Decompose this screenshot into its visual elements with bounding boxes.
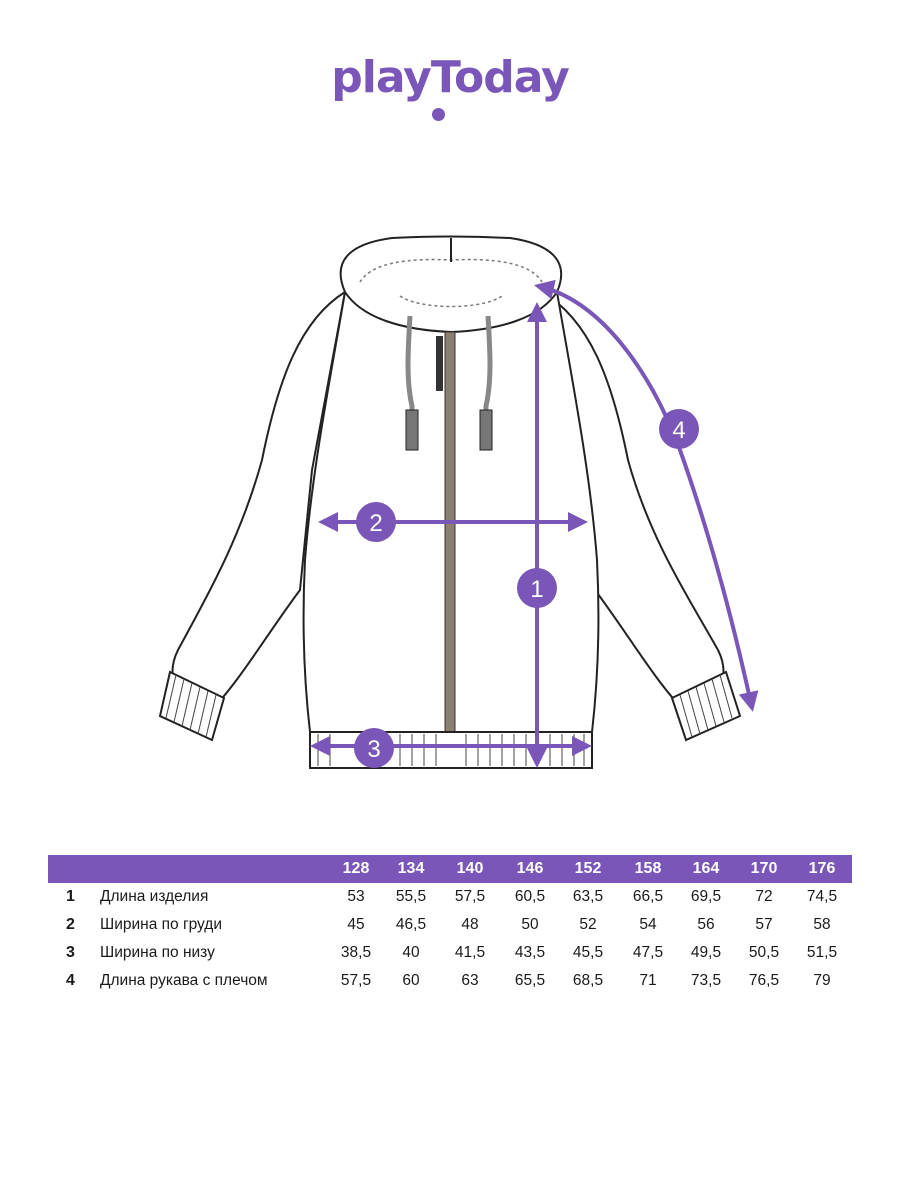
row-value: 60	[402, 972, 420, 989]
row-value: 65,5	[514, 972, 546, 989]
row-value: 54	[639, 916, 657, 933]
marker-3: 3	[354, 728, 394, 768]
size-header: 158	[634, 860, 662, 877]
row-value: 45	[347, 916, 365, 933]
row-value: 73,5	[690, 972, 722, 989]
row-value: 68,5	[572, 972, 604, 989]
measure-line-4	[534, 279, 759, 712]
row-value: 48	[461, 916, 479, 933]
table-row: 2 Ширина по груди 45 46,5 48 50 52 54 56…	[48, 911, 852, 939]
row-value: 71	[639, 972, 657, 989]
row-label: Длина изделия	[100, 888, 209, 905]
marker-4: 4	[659, 409, 699, 449]
row-value: 38,5	[340, 944, 372, 961]
size-header: 128	[342, 860, 370, 877]
row-value: 46,5	[395, 916, 427, 933]
drawstring-left	[405, 315, 415, 450]
hoodie-sketch: 1 2 3 4	[158, 235, 759, 769]
hem-band	[309, 731, 593, 769]
row-value: 50	[521, 916, 539, 933]
marker-4-label: 4	[672, 417, 685, 444]
row-value: 50,5	[748, 944, 780, 961]
size-header: 164	[692, 860, 720, 877]
size-header: 146	[516, 860, 544, 877]
row-value: 51,5	[806, 944, 838, 961]
row-value: 45,5	[572, 944, 604, 961]
logo-dot-icon	[432, 108, 445, 121]
brand-logo: playToday	[0, 52, 900, 103]
row-value: 57,5	[340, 972, 372, 989]
size-header-row: 128 134 140 146 152 158 164 170 176	[48, 855, 852, 883]
zipper	[444, 331, 456, 769]
row-value: 72	[755, 888, 773, 905]
row-value: 76,5	[748, 972, 780, 989]
row-value: 69,5	[690, 888, 722, 905]
row-label: Длина рукава с плечом	[100, 972, 268, 989]
hood	[339, 235, 563, 334]
row-value: 58	[813, 916, 831, 933]
left-cuff	[158, 670, 226, 742]
row-value: 56	[697, 916, 715, 933]
row-value: 55,5	[395, 888, 427, 905]
marker-1: 1	[517, 568, 557, 608]
row-value: 57	[755, 916, 773, 933]
row-value: 60,5	[514, 888, 546, 905]
row-label: Ширина по низу	[100, 944, 215, 961]
size-header: 140	[456, 860, 484, 877]
left-sleeve	[171, 289, 347, 708]
table-row: 1 Длина изделия 53 55,5 57,5 60,5 63,5 6…	[48, 883, 852, 911]
row-value: 57,5	[454, 888, 486, 905]
row-number: 2	[66, 916, 75, 933]
table-row: 4 Длина рукава с плечом 57,5 60 63 65,5 …	[48, 967, 852, 995]
marker-2-label: 2	[369, 510, 382, 537]
marker-2: 2	[356, 502, 396, 542]
size-header: 176	[808, 860, 836, 877]
row-value: 79	[813, 972, 831, 989]
row-value: 47,5	[632, 944, 664, 961]
drawstring-right	[483, 315, 493, 450]
table-row: 3 Ширина по низу 38,5 40 41,5 43,5 45,5 …	[48, 939, 852, 967]
row-value: 63,5	[572, 888, 604, 905]
size-header: 152	[574, 860, 602, 877]
row-value: 53	[347, 888, 365, 905]
row-value: 74,5	[806, 888, 838, 905]
size-table: 128 134 140 146 152 158 164 170 176 1 Дл…	[48, 855, 852, 995]
row-number: 3	[66, 944, 75, 961]
row-number: 1	[66, 888, 75, 905]
size-header: 134	[397, 860, 425, 877]
row-value: 43,5	[514, 944, 546, 961]
brand-name: playToday	[331, 52, 570, 103]
row-label: Ширина по груди	[100, 916, 222, 933]
row-value: 63	[461, 972, 479, 989]
marker-3-label: 3	[367, 736, 380, 763]
row-number: 4	[66, 972, 75, 989]
row-value: 40	[402, 944, 420, 961]
row-value: 49,5	[690, 944, 722, 961]
row-value: 41,5	[454, 944, 486, 961]
marker-1-label: 1	[530, 576, 543, 603]
row-value: 52	[579, 916, 597, 933]
size-header: 170	[750, 860, 778, 877]
row-value: 66,5	[632, 888, 664, 905]
